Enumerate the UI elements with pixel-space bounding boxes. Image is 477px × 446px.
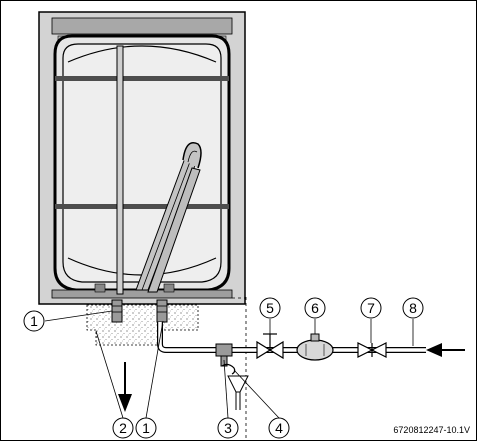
callout-label: 4	[275, 420, 283, 436]
callout-8: 8	[402, 297, 424, 319]
callout-label: 6	[311, 300, 319, 316]
callout-label: 1	[142, 420, 150, 436]
shutoff-valve	[256, 333, 284, 360]
pressure-reducer	[296, 333, 334, 361]
callout-3: 3	[217, 417, 239, 439]
callout-label: 1	[30, 313, 38, 329]
callout-label: 2	[119, 420, 127, 436]
callout-7: 7	[360, 297, 382, 319]
drain-direction-arrow	[118, 362, 132, 412]
document-code: 6720812247-10.1V	[393, 425, 470, 435]
callout-label: 7	[367, 300, 375, 316]
callout-label: 3	[224, 420, 232, 436]
hot-water-pipe	[116, 45, 124, 295]
callout-4: 4	[268, 417, 290, 439]
callout-1-bottom: 1	[135, 417, 157, 439]
callout-label: 5	[266, 300, 274, 316]
callout-5: 5	[259, 297, 281, 319]
tank-band-lower	[55, 204, 229, 209]
water-heater	[38, 11, 246, 305]
drain-funnel	[227, 375, 249, 393]
drain-assembly	[215, 343, 249, 410]
check-valve	[357, 342, 387, 358]
heating-element	[135, 142, 202, 293]
casing-top-band	[51, 17, 233, 35]
callout-6: 6	[304, 297, 326, 319]
callout-2: 2	[112, 417, 134, 439]
tank-band-upper	[55, 76, 229, 81]
callout-label: 8	[409, 300, 417, 316]
pipe-connectors	[111, 299, 168, 323]
inflow-arrow	[426, 343, 465, 357]
mounting-wall-section	[86, 304, 199, 346]
casing-bottom-band	[51, 289, 233, 299]
callout-1-left: 1	[23, 310, 45, 332]
leader-lines	[44, 310, 414, 419]
